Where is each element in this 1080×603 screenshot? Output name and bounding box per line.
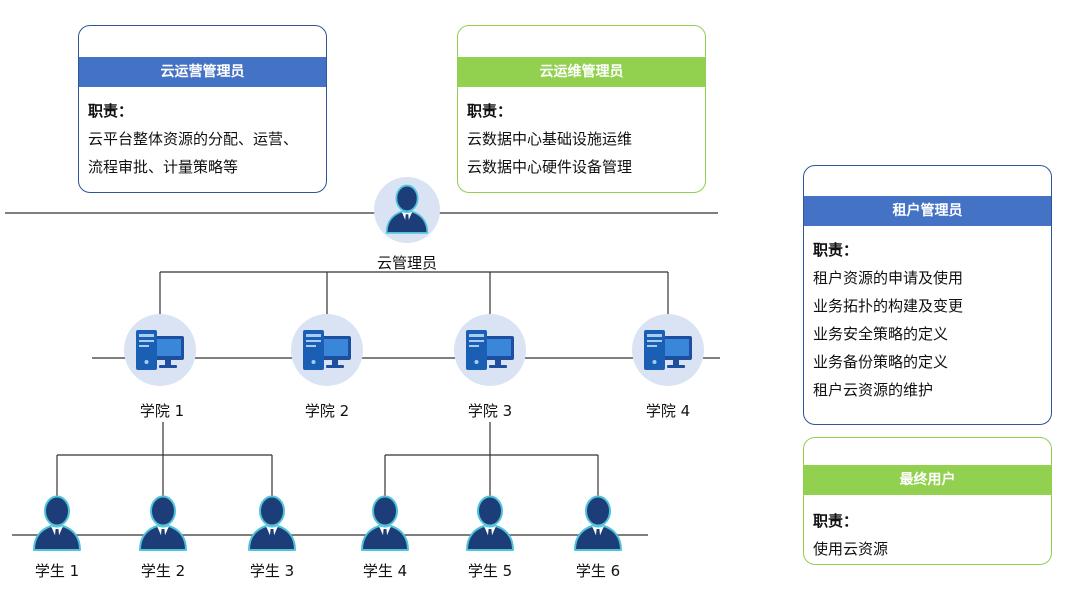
college-label: 学院 2 (304, 402, 350, 420)
college-node (124, 314, 196, 386)
duty-item: 使用云资源 (813, 540, 889, 558)
role-title: 租户管理员 (804, 196, 1051, 226)
duty-item: 云平台整体资源的分配、运营、 (88, 130, 299, 148)
college-node (454, 314, 526, 386)
role-card-cloud-maintenance-admin: 云运维管理员 职责： 云数据中心基础设施运维 云数据中心硬件设备管理 (457, 25, 706, 193)
role-title: 云运营管理员 (79, 57, 326, 87)
root-node-cloud-admin (374, 177, 440, 243)
role-card-cloud-operations-admin: 云运营管理员 职责： 云平台整体资源的分配、运营、 流程审批、计量策略等 (78, 25, 327, 193)
person-icon (464, 495, 516, 551)
student-node (31, 495, 83, 551)
duty-label: 职责： (467, 102, 513, 120)
duty-item: 业务拓扑的构建及变更 (813, 297, 964, 315)
person-icon (572, 495, 624, 551)
person-icon (137, 495, 189, 551)
college-node (291, 314, 363, 386)
college-label: 学院 1 (139, 402, 185, 420)
person-icon (359, 495, 411, 551)
duty-item: 业务安全策略的定义 (813, 325, 949, 343)
college-label: 学院 3 (467, 402, 513, 420)
computer-icon (291, 314, 363, 386)
role-card-end-user: 最终用户 职责： 使用云资源 (803, 437, 1052, 565)
duty-item: 流程审批、计量策略等 (88, 158, 239, 176)
student-label: 学生 2 (140, 562, 186, 580)
student-label: 学生 1 (34, 562, 80, 580)
role-title: 云运维管理员 (458, 57, 705, 87)
role-title: 最终用户 (804, 465, 1051, 495)
root-node-label: 云管理员 (376, 254, 437, 272)
duty-label: 职责： (813, 512, 859, 530)
duty-label: 职责： (88, 102, 134, 120)
student-label: 学生 4 (362, 562, 408, 580)
student-node (464, 495, 516, 551)
student-node (572, 495, 624, 551)
college-node (632, 314, 704, 386)
student-label: 学生 5 (467, 562, 513, 580)
duty-item: 租户资源的申请及使用 (813, 269, 964, 287)
person-icon (384, 184, 430, 234)
duty-label: 职责： (813, 241, 859, 259)
duty-item: 云数据中心基础设施运维 (467, 130, 633, 148)
person-icon (246, 495, 298, 551)
computer-icon (124, 314, 196, 386)
student-node (137, 495, 189, 551)
college-label: 学院 4 (645, 402, 691, 420)
student-label: 学生 6 (575, 562, 621, 580)
duty-list: 职责： 云数据中心基础设施运维 云数据中心硬件设备管理 (467, 97, 699, 181)
role-card-tenant-admin: 租户管理员 职责： 租户资源的申请及使用 业务拓扑的构建及变更 业务安全策略的定… (803, 165, 1052, 425)
duty-item: 业务备份策略的定义 (813, 353, 949, 371)
duty-item: 云数据中心硬件设备管理 (467, 158, 633, 176)
duty-item: 租户云资源的维护 (813, 381, 934, 399)
student-label: 学生 3 (249, 562, 295, 580)
computer-icon (454, 314, 526, 386)
duty-list: 职责： 使用云资源 (813, 507, 1045, 563)
computer-icon (632, 314, 704, 386)
duty-list: 职责： 云平台整体资源的分配、运营、 流程审批、计量策略等 (88, 97, 320, 181)
duty-list: 职责： 租户资源的申请及使用 业务拓扑的构建及变更 业务安全策略的定义 业务备份… (813, 236, 1045, 404)
student-node (246, 495, 298, 551)
student-node (359, 495, 411, 551)
person-icon (31, 495, 83, 551)
